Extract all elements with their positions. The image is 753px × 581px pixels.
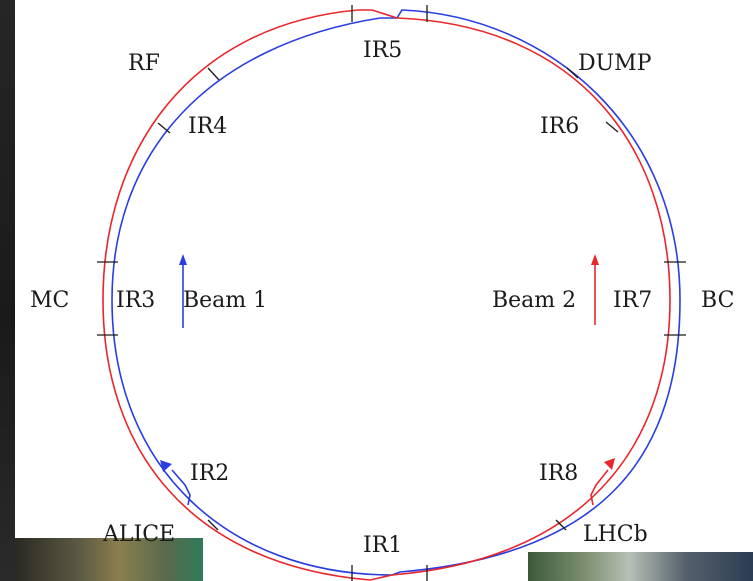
label-ir5: IR5 <box>363 38 402 63</box>
beam1-direction-arrowhead <box>160 460 172 472</box>
tick-ir4-upper <box>207 67 220 81</box>
ir2-kink <box>171 469 191 506</box>
beam2-ring <box>102 9 671 581</box>
label-ir2: IR2 <box>190 461 229 486</box>
label-ir7: IR7 <box>613 288 652 313</box>
label-ir4: IR4 <box>188 114 227 139</box>
label-lhcb: LHCb <box>583 522 648 547</box>
section-ticks <box>97 5 686 581</box>
background-photo-left-edge <box>0 0 15 581</box>
label-mc: MC <box>30 288 69 313</box>
ir8-kink <box>590 469 609 506</box>
label-bc: BC <box>701 288 734 313</box>
tick-ir6-lower <box>605 121 619 133</box>
label-beam2: Beam 2 <box>492 288 576 313</box>
label-ir3: IR3 <box>116 288 155 313</box>
background-photo-bottom-left <box>15 538 203 581</box>
label-dump: DUMP <box>578 51 652 76</box>
beam2-direction-arrowhead <box>604 458 615 470</box>
beam1-arrow-head <box>179 254 187 265</box>
tick-ir2-lower <box>207 519 219 531</box>
beam1-ring <box>111 9 681 576</box>
tick-ir4-lower <box>157 122 171 134</box>
beam2-arrow-head <box>591 254 599 265</box>
label-beam1: Beam 1 <box>183 288 267 313</box>
label-ir1: IR1 <box>363 533 402 558</box>
background-photo-bottom-right <box>528 552 753 581</box>
tick-ir8-lower <box>555 519 567 531</box>
label-ir6: IR6 <box>540 114 579 139</box>
label-alice: ALICE <box>102 522 175 547</box>
label-rf: RF <box>128 51 160 76</box>
tick-ir6-upper <box>566 67 579 79</box>
label-ir8: IR8 <box>539 461 578 486</box>
